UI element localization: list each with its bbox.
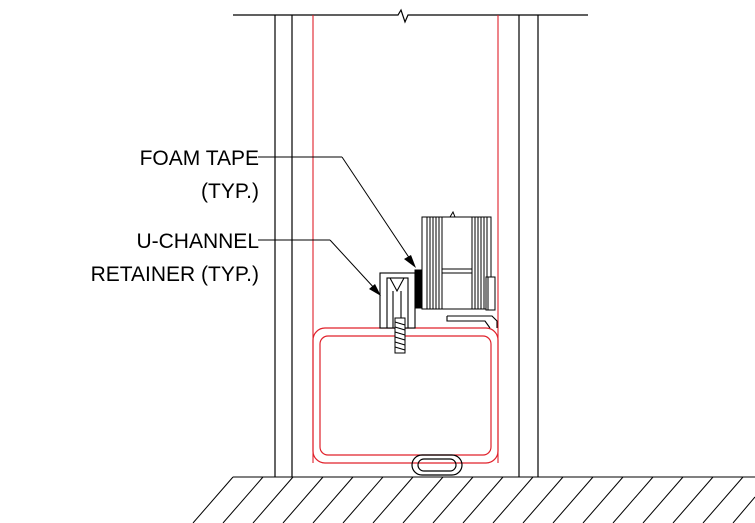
screw [394,317,406,354]
u-channel-label-retainer: RETAINER (TYP.) [91,264,259,285]
angle-clip [446,315,498,329]
u-channel-label: U-CHANNEL [136,231,259,252]
leader-foam-tape [258,156,413,263]
u-channel-label-line2: RETAINER (TYP.) [90,263,259,286]
leader-u-channel-arrow [369,284,381,296]
jamb-lines [274,15,539,477]
glass-unit [421,210,492,310]
foam-tape-label-typ: (TYP.) [201,181,259,202]
foam-tape-label-line1: FOAM TAPE [139,147,259,170]
u-channel-label-line1: U-CHANNEL [136,230,259,253]
leader-u-channel [258,239,377,291]
floor-hatch [192,476,755,523]
setting-block [485,276,496,311]
base-oval [411,454,463,476]
leader-foam-tape-arrow [404,255,416,268]
foam-tape [414,269,422,309]
foam-tape-label-line2: (TYP.) [201,180,259,203]
top-break-line [233,8,588,24]
foam-tape-label: FOAM TAPE [140,148,259,169]
